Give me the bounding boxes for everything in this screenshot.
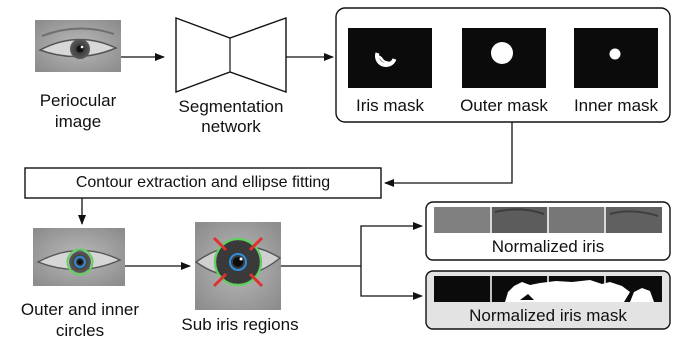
circles-image bbox=[33, 228, 125, 286]
periocular-image bbox=[35, 20, 121, 72]
periocular-label-line1: Periocular bbox=[39, 91, 117, 110]
iris-mask-image bbox=[348, 28, 432, 88]
normalized-mask-strip bbox=[434, 276, 662, 302]
arrow-to-normalized-iris bbox=[360, 222, 423, 266]
inner-mask-image bbox=[574, 28, 658, 88]
contour-label: Contour extraction and ellipse fitting bbox=[75, 174, 331, 191]
contour-box bbox=[24, 167, 382, 199]
iris-mask-label: Iris mask bbox=[356, 96, 424, 115]
normalized-mask-label: Normalized iris mask bbox=[469, 306, 627, 325]
segmentation-network-shape bbox=[175, 16, 287, 94]
outer-mask-label: Outer mask bbox=[460, 96, 548, 115]
arrow-to-normalized-mask bbox=[360, 266, 423, 300]
circles-label-line2: circles bbox=[55, 321, 105, 340]
sub-regions-label: Sub iris regions bbox=[181, 315, 299, 334]
arrow-masks-to-contour bbox=[384, 122, 513, 187]
normalized-iris-label: Normalized iris bbox=[491, 237, 605, 256]
outer-mask-image bbox=[462, 28, 546, 88]
segmentation-label-line1: Segmentation bbox=[178, 97, 284, 116]
periocular-label-line2: image bbox=[54, 112, 102, 131]
circles-label-line1: Outer and inner bbox=[20, 300, 140, 319]
sub-regions-image bbox=[194, 222, 282, 310]
normalized-iris-strip bbox=[434, 207, 662, 233]
segmentation-label-line2: network bbox=[201, 117, 261, 136]
inner-mask-label: Inner mask bbox=[573, 96, 659, 115]
